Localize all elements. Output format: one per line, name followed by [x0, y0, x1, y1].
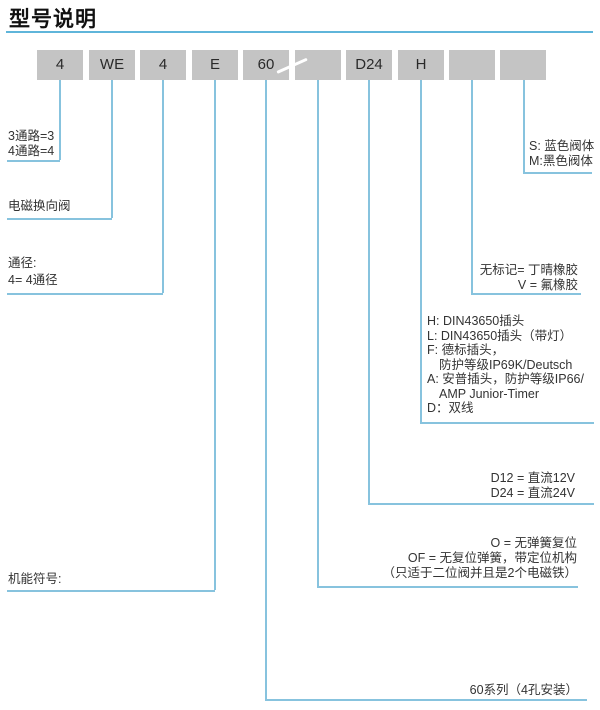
- annotation-seal-material: 无标记= 丁晴橡胶 V = 氟橡胶: [480, 263, 578, 293]
- annotation-series: 60系列（4孔安装）: [470, 683, 578, 698]
- annotation-function-symbol: 机能符号:: [8, 572, 61, 587]
- connector-connector-type-h: [420, 422, 594, 424]
- connector-voltage-h: [368, 503, 594, 505]
- annotation-line: 60系列（4孔安装）: [469, 683, 578, 697]
- annotation-line: A: 安普插头，防护等级IP66/: [427, 372, 584, 386]
- annotation-line: M:黑色阀体: [529, 154, 593, 168]
- connector-body-color-v: [523, 80, 525, 172]
- connector-seal-material-h: [471, 293, 581, 295]
- annotation-line: 机能符号:: [8, 572, 62, 586]
- connector-function-symbol-v: [214, 80, 216, 590]
- connector-body-color-h: [523, 172, 592, 174]
- annotation-line: 电磁换向阀: [8, 199, 71, 213]
- model-box-6: [295, 50, 341, 80]
- connector-bore-v: [162, 80, 164, 293]
- annotation-line: AMP Junior-Timer: [439, 386, 540, 401]
- annotation-line: OF = 无复位弹簧，带定位机构: [407, 551, 577, 565]
- annotation-connector-type: H: DIN43650插头 L: DIN43650插头（带灯） F: 德标插头，…: [427, 314, 584, 416]
- annotation-line: H: DIN43650插头: [427, 314, 525, 328]
- annotation-line: V = 氟橡胶: [517, 278, 578, 292]
- connector-connector-type-v: [420, 80, 422, 422]
- annotation-voltage: D12 = 直流12V D24 = 直流24V: [491, 471, 575, 501]
- annotation-line: F: 德标插头，: [427, 343, 505, 357]
- connector-series-h: [265, 699, 587, 701]
- annotation-spring-return: O = 无弹簧复位 OF = 无复位弹簧，带定位机构 （只适于二位阀并且是2个电…: [383, 536, 577, 581]
- model-box-8: H: [398, 50, 444, 80]
- annotation-ways: 3通路=3 4通路=4: [8, 129, 54, 159]
- connector-bore-h: [7, 293, 163, 295]
- annotation-body-color: S: 蓝色阀体 M:黑色阀体: [529, 139, 594, 169]
- annotation-line: 3通路=3: [8, 129, 55, 143]
- connector-spring-return-h: [317, 586, 578, 588]
- annotation-line: S: 蓝色阀体: [529, 139, 595, 153]
- annotation-line: 4= 4通径: [8, 273, 58, 287]
- connector-spring-return-v: [317, 80, 319, 586]
- annotation-line: 4通路=4: [8, 144, 55, 158]
- annotation-line: 通径:: [8, 256, 37, 270]
- annotation-line: O = 无弹簧复位: [490, 536, 577, 550]
- model-box-7: D24: [346, 50, 392, 80]
- annotation-line: L: DIN43650插头（带灯）: [427, 328, 573, 343]
- annotation-line: （只适于二位阀并且是2个电磁铁）: [382, 566, 577, 580]
- connector-ways-h: [7, 160, 60, 162]
- connector-voltage-v: [368, 80, 370, 503]
- model-box-3: 4: [140, 50, 186, 80]
- connector-function-symbol-h: [7, 590, 215, 592]
- connector-valve-type-v: [111, 80, 113, 218]
- model-box-5: 60: [243, 50, 289, 80]
- annotation-line: D：双线: [427, 401, 474, 415]
- model-box-4: E: [192, 50, 238, 80]
- model-box-2: WE: [89, 50, 135, 80]
- annotation-bore: 通径: 4= 4通径: [8, 255, 58, 289]
- connector-valve-type-h: [7, 218, 112, 220]
- model-box-10: [500, 50, 546, 80]
- annotation-line: 防护等级IP69K/Deutsch: [439, 357, 573, 372]
- connector-seal-material-v: [471, 80, 473, 293]
- annotation-line: D12 = 直流12V: [490, 471, 575, 485]
- title-underline: [6, 31, 593, 33]
- annotation-valve-type: 电磁换向阀: [8, 199, 71, 214]
- annotation-line: 无标记= 丁晴橡胶: [479, 263, 578, 277]
- connector-series-v: [265, 80, 267, 699]
- connector-ways-v: [59, 80, 61, 160]
- model-box-1: 4: [37, 50, 83, 80]
- page-title: 型号说明: [9, 8, 97, 31]
- model-box-9: [449, 50, 495, 80]
- annotation-line: D24 = 直流24V: [490, 486, 575, 500]
